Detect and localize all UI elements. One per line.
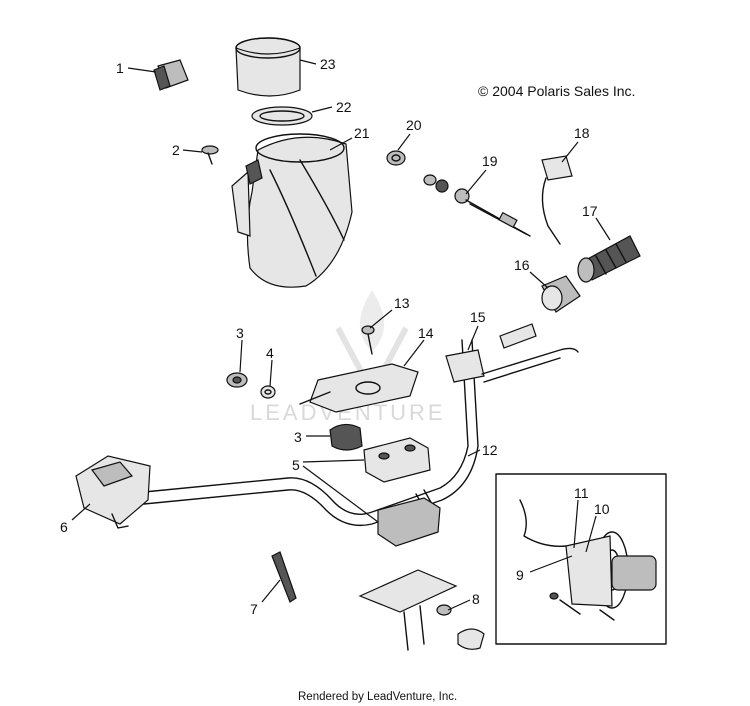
callout-21: 21 — [354, 125, 370, 141]
callout-1: 1 — [116, 60, 124, 76]
callout-13: 13 — [394, 295, 410, 311]
part-grip — [577, 235, 641, 283]
part-clamp-lower — [377, 497, 441, 547]
detail-inset — [495, 473, 667, 645]
callout-4: 4 — [266, 345, 274, 361]
part-lens-ring — [235, 37, 301, 97]
part-cable-adjuster — [423, 174, 531, 237]
part-throttle-housing — [75, 455, 151, 529]
callout-14: 14 — [418, 325, 434, 341]
callout-6: 6 — [60, 519, 68, 535]
callout-12: 12 — [482, 442, 498, 458]
callout-10: 10 — [594, 501, 610, 517]
part-hose-clamp — [457, 628, 485, 650]
callout-22: 22 — [336, 99, 352, 115]
part-handlebar — [143, 339, 479, 527]
callout-7: 7 — [250, 601, 258, 617]
callout-20: 20 — [406, 117, 422, 133]
copyright-text: © 2004 Polaris Sales Inc. — [478, 83, 635, 99]
callouts: 1 2 3 3 4 5 6 7 8 9 10 11 12 13 14 15 16… — [60, 56, 610, 617]
part-bolt — [361, 325, 375, 355]
part-brake-lever — [445, 323, 579, 383]
callout-11: 11 — [574, 485, 589, 501]
part-cable-tie — [271, 551, 297, 603]
part-nut-lower — [436, 604, 452, 616]
part-headlight-pod — [231, 133, 353, 288]
part-bracket-plate — [299, 363, 419, 413]
callout-8: 8 — [472, 591, 480, 607]
part-seal-ring — [251, 106, 313, 126]
leader-lines — [71, 59, 611, 611]
part-switch-upper — [226, 372, 248, 388]
part-nut-upper — [386, 150, 406, 166]
part-nut — [260, 385, 276, 399]
callout-17: 17 — [582, 203, 598, 219]
part-switch-housing — [541, 275, 581, 313]
part-switch-lower — [329, 423, 363, 451]
callout-15: 15 — [470, 309, 486, 325]
callout-5: 5 — [292, 457, 300, 473]
part-mount-plate — [358, 569, 458, 651]
callout-3-lower: 3 — [294, 429, 302, 445]
callout-19: 19 — [482, 153, 498, 169]
callout-16: 16 — [514, 257, 530, 273]
part-clamp-upper — [363, 437, 431, 483]
callout-3: 3 — [236, 325, 244, 341]
callout-2: 2 — [172, 142, 180, 158]
part-screw — [201, 145, 219, 165]
part-thumb-switch — [541, 155, 573, 245]
callout-9: 9 — [516, 567, 524, 583]
part-clip — [153, 59, 189, 91]
footer-text: Rendered by LeadVenture, Inc. — [298, 691, 457, 703]
callout-18: 18 — [574, 125, 590, 141]
callout-23: 23 — [320, 56, 336, 72]
